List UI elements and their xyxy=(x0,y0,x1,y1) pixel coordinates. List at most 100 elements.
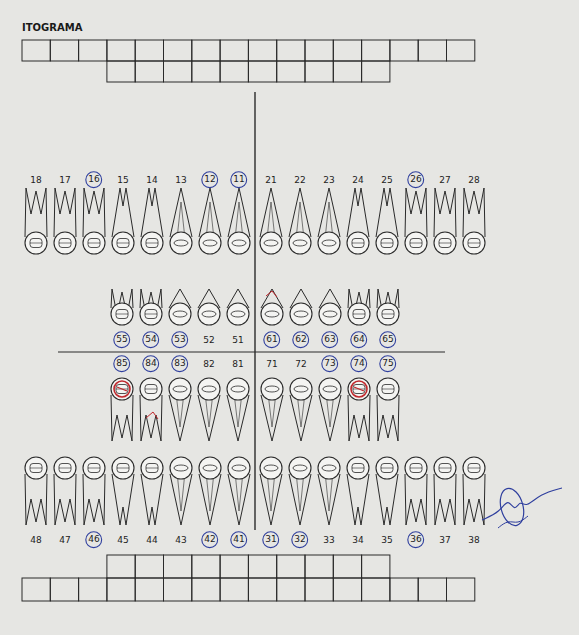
tooth-number: 11 xyxy=(233,175,244,184)
chart-box xyxy=(277,555,305,578)
tooth-symbol xyxy=(198,289,220,325)
tooth-symbol xyxy=(227,378,249,441)
chart-box xyxy=(418,40,446,61)
circled-tooth-number: 63 xyxy=(321,331,338,348)
circled-tooth-number: 73 xyxy=(321,355,338,372)
chart-box xyxy=(277,61,305,82)
chart-box xyxy=(248,40,276,61)
tooth-number: 38 xyxy=(468,536,479,545)
tooth-symbol xyxy=(347,457,369,525)
tooth-symbol xyxy=(434,188,456,254)
chart-box xyxy=(248,578,276,601)
tooth-symbol xyxy=(434,457,456,525)
chart-box xyxy=(447,578,475,601)
chart-box xyxy=(418,578,446,601)
tooth-symbol xyxy=(140,378,162,441)
tooth-number: 61 xyxy=(266,335,277,344)
chart-box xyxy=(390,40,418,61)
tooth-number: 42 xyxy=(204,535,215,544)
tooth-number: 17 xyxy=(59,176,70,185)
chart-box xyxy=(362,40,390,61)
tooth-number: 41 xyxy=(233,535,244,544)
red-mark xyxy=(114,381,130,397)
tooth-symbol xyxy=(260,457,282,525)
tooth-symbol xyxy=(376,188,398,254)
chart-box xyxy=(79,578,107,601)
chart-box xyxy=(107,555,135,578)
tooth-number: 72 xyxy=(295,360,306,369)
tooth-symbol xyxy=(348,378,370,441)
chart-box xyxy=(220,578,248,601)
chart-box xyxy=(192,61,220,82)
tooth-number: 28 xyxy=(468,176,479,185)
red-mark xyxy=(266,291,277,297)
chart-box xyxy=(277,40,305,61)
circled-tooth-number: 36 xyxy=(407,531,424,548)
chart-box xyxy=(164,61,192,82)
circled-tooth-number: 74 xyxy=(350,355,367,372)
tooth-number: 53 xyxy=(174,335,185,344)
tooth-symbol xyxy=(377,289,399,325)
signature xyxy=(482,488,562,520)
tooth-symbol xyxy=(261,378,283,441)
circled-tooth-number: 75 xyxy=(379,355,396,372)
tooth-symbol xyxy=(25,188,47,254)
tooth-number: 64 xyxy=(353,335,364,344)
tooth-symbol xyxy=(348,289,370,325)
circled-tooth-number: 11 xyxy=(230,171,247,188)
tooth-number: 23 xyxy=(323,176,334,185)
chart-box xyxy=(447,40,475,61)
tooth-symbol xyxy=(377,378,399,441)
circled-tooth-number: 61 xyxy=(263,331,280,348)
tooth-number: 15 xyxy=(117,176,128,185)
red-mark xyxy=(117,387,127,391)
tooth-number: 81 xyxy=(232,360,243,369)
circled-tooth-number: 26 xyxy=(407,171,424,188)
tooth-number: 52 xyxy=(203,336,214,345)
circled-tooth-number: 83 xyxy=(171,355,188,372)
tooth-symbol xyxy=(289,457,311,525)
chart-box xyxy=(362,555,390,578)
tooth-symbol xyxy=(25,457,47,525)
chart-box xyxy=(333,40,361,61)
tooth-number: 22 xyxy=(294,176,305,185)
tooth-symbol xyxy=(376,457,398,525)
circled-tooth-number: 12 xyxy=(201,171,218,188)
tooth-number: 82 xyxy=(203,360,214,369)
tooth-number: 34 xyxy=(352,536,363,545)
circled-tooth-number: 54 xyxy=(142,331,159,348)
tooth-symbol xyxy=(227,289,249,325)
tooth-number: 37 xyxy=(439,536,450,545)
chart-box xyxy=(192,40,220,61)
chart-box xyxy=(50,578,78,601)
chart-box xyxy=(192,578,220,601)
chart-box xyxy=(135,555,163,578)
tooth-number: 83 xyxy=(174,359,185,368)
tooth-number: 27 xyxy=(439,176,450,185)
tooth-symbol xyxy=(228,188,250,254)
tooth-number: 12 xyxy=(204,175,215,184)
circled-tooth-number: 46 xyxy=(85,531,102,548)
chart-box xyxy=(50,40,78,61)
circled-tooth-number: 32 xyxy=(291,531,308,548)
tooth-symbol xyxy=(289,188,311,254)
tooth-symbol xyxy=(319,378,341,441)
chart-box xyxy=(164,555,192,578)
tooth-symbol xyxy=(141,457,163,525)
tooth-symbol xyxy=(260,188,282,254)
tooth-number: 21 xyxy=(265,176,276,185)
tooth-symbol xyxy=(170,457,192,525)
tooth-number: 48 xyxy=(30,536,41,545)
tooth-number: 16 xyxy=(88,175,99,184)
tooth-symbol xyxy=(169,289,191,325)
tooth-number: 63 xyxy=(324,335,335,344)
tooth-number: 26 xyxy=(410,175,421,184)
tooth-number: 75 xyxy=(382,359,393,368)
tooth-symbol xyxy=(54,188,76,254)
chart-box xyxy=(135,61,163,82)
red-mark xyxy=(146,412,158,419)
tooth-number: 46 xyxy=(88,535,99,544)
chart-box xyxy=(107,61,135,82)
chart-box xyxy=(220,555,248,578)
